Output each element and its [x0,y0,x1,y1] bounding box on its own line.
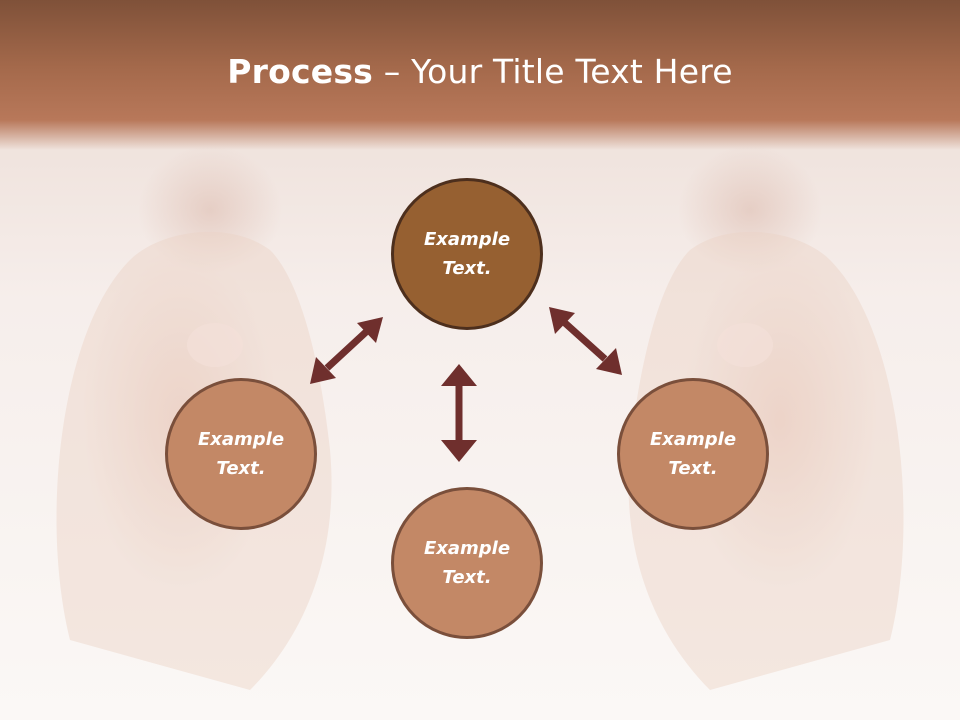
title-bar [0,0,960,150]
title-bold: Process [227,52,374,91]
node-bottom-line1: Example [423,538,511,559]
arrow-center-head-bottom [441,440,477,462]
arrow-center-head-top [441,364,477,386]
node-right-line2: Text. [668,458,718,479]
node-right-line1: Example [649,429,737,450]
arrow-left-shaft [324,329,369,371]
process-node-left[interactable]: Example Text. [165,378,317,530]
slide-title: Process – Your Title Text Here [0,52,960,91]
arrow-left-head-top [357,317,383,343]
arrow-right-shaft [562,320,608,362]
arrow-left-head-bottom [310,357,336,384]
arrow-right-head-bottom [596,348,622,375]
title-rest: – Your Title Text Here [373,52,733,91]
node-left-line2: Text. [216,458,266,479]
node-top-line1: Example [423,229,511,250]
node-bottom-line2: Text. [442,567,492,588]
process-node-right[interactable]: Example Text. [617,378,769,530]
process-node-top[interactable]: Example Text. [391,178,543,330]
arrow-right-head-top [549,307,575,334]
node-top-line2: Text. [442,258,492,279]
node-left-line1: Example [197,429,285,450]
process-node-bottom[interactable]: Example Text. [391,487,543,639]
